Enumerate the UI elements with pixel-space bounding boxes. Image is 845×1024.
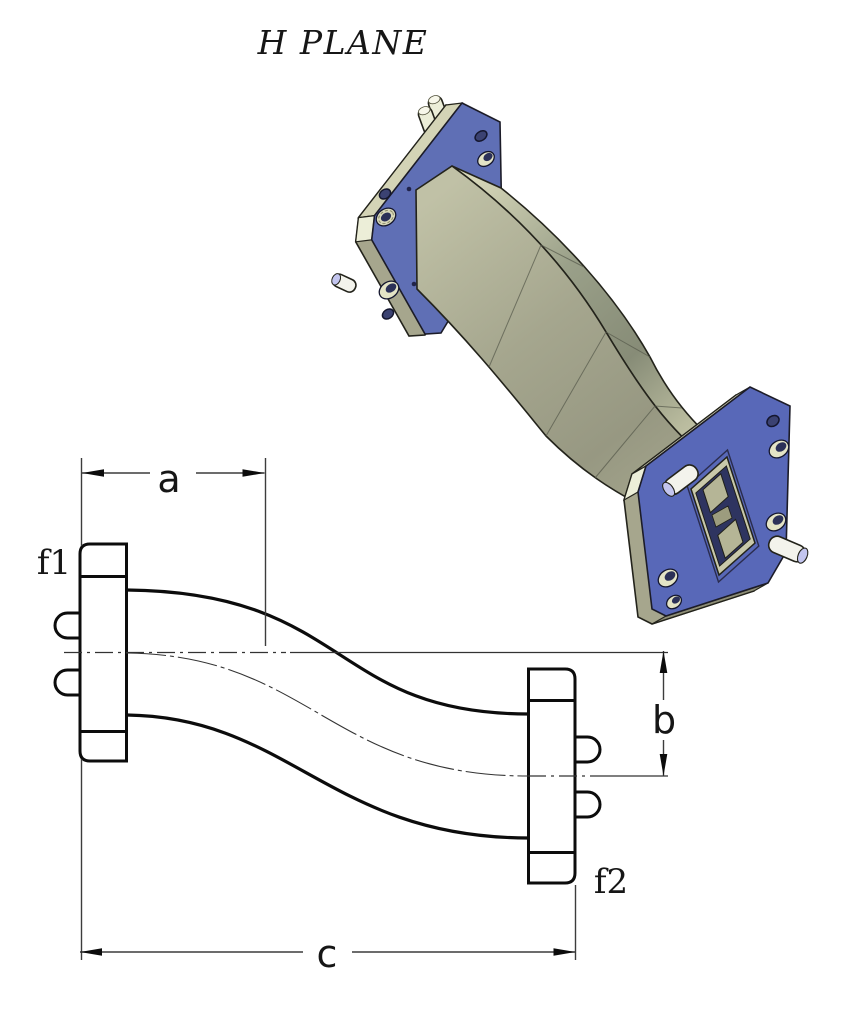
waveguide-ridge [702, 472, 729, 514]
extension-lines [80, 458, 577, 960]
flange-3d-f2 [622, 386, 809, 625]
figure-title: H PLANE [257, 23, 429, 62]
arrow-up-icon [659, 651, 668, 673]
alignment-pin-icon [331, 273, 357, 293]
dim-a-label: a [157, 457, 180, 501]
render-3d [331, 95, 809, 625]
centerline [64, 651, 668, 777]
arrow-right-icon [553, 948, 576, 956]
dim-b: b [652, 651, 676, 776]
pin-f2 [573, 735, 602, 764]
arrow-down-icon [659, 754, 668, 776]
dim-c: c [80, 932, 576, 976]
tube-segment-lines [488, 244, 683, 479]
bolt-hole [657, 414, 790, 610]
arrow-right-icon [242, 469, 265, 477]
pin-f1 [53, 668, 82, 697]
waveguide-ridge-step [711, 505, 733, 528]
dim-a: a [82, 457, 265, 501]
gasket-groove [686, 448, 760, 584]
f1-label: f1 [37, 543, 71, 583]
waveguide-bottom-wall [126, 713, 529, 840]
dim-b-label: b [652, 698, 676, 742]
arrow-left-icon [80, 948, 102, 956]
bolt-hole [375, 130, 495, 320]
dim-c-label: c [317, 932, 338, 976]
pin-f2 [573, 790, 602, 819]
f2-label: f2 [594, 862, 628, 902]
arrow-left-icon [82, 469, 104, 477]
alignment-pin-icon [767, 535, 809, 564]
waveguide-ridge [717, 518, 744, 560]
alignment-pin-icon [662, 464, 699, 497]
drawing-2d: a b c f1 f2 [37, 457, 676, 976]
pin-f1 [53, 611, 82, 640]
